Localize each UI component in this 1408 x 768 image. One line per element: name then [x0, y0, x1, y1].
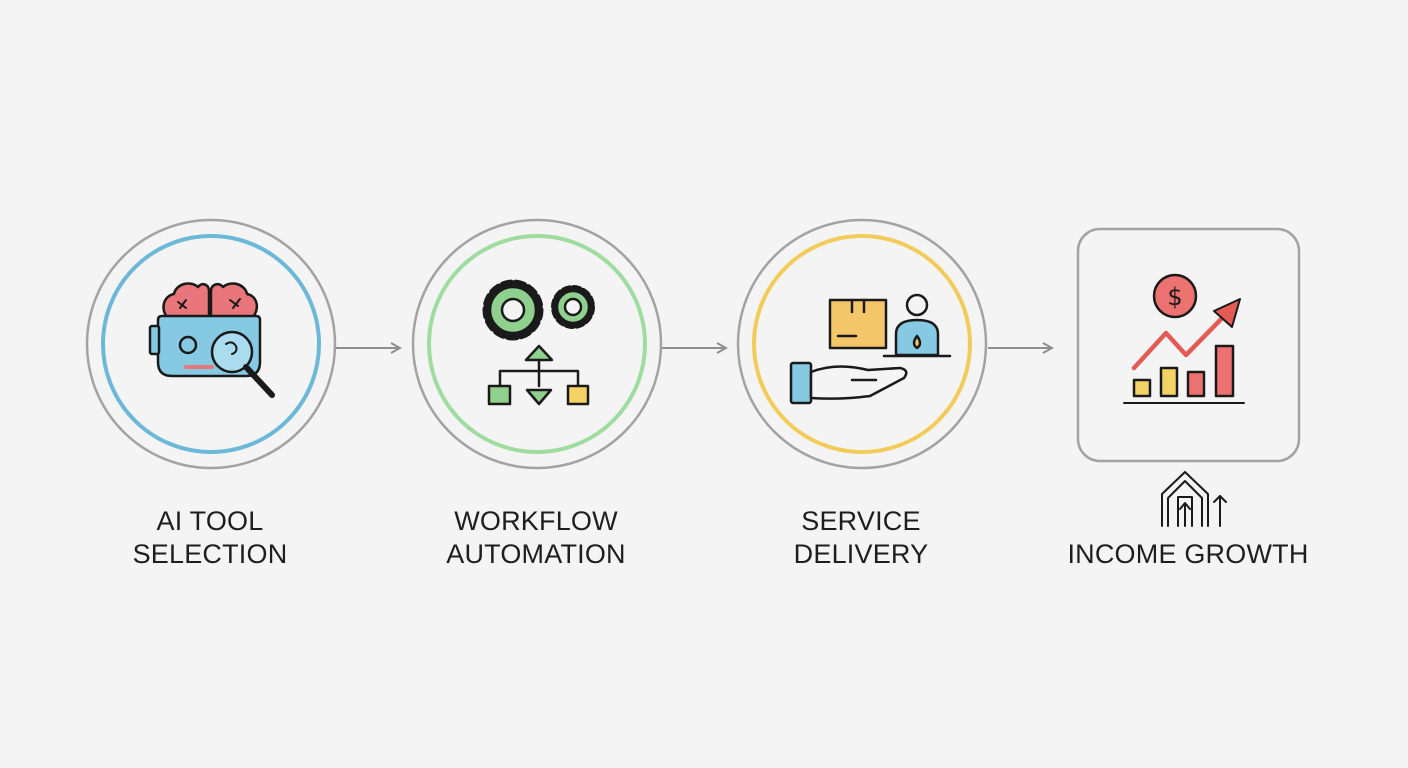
step-label-line2: AUTOMATION — [446, 539, 626, 569]
outer-ring — [411, 218, 663, 470]
hand-package-delivery-icon — [789, 293, 952, 405]
inner-ring — [427, 234, 647, 454]
step-label-workflow-automation: WORKFLOW AUTOMATION — [426, 505, 646, 571]
step-workflow-automation — [411, 218, 663, 470]
growth-frame — [1076, 227, 1301, 463]
step-label-line2: DELIVERY — [793, 539, 929, 569]
svg-text:$: $ — [1167, 283, 1182, 311]
step-label-line1: WORKFLOW — [454, 506, 618, 536]
step-label-line2: SELECTION — [132, 539, 288, 569]
gears-flowchart-icon — [482, 279, 595, 406]
inner-ring — [101, 234, 321, 454]
step-service-delivery — [736, 218, 988, 470]
step-label-income-growth: INCOME GROWTH — [1038, 538, 1338, 571]
step-label-line2: INCOME GROWTH — [1067, 539, 1309, 569]
step-ai-tool-selection — [85, 218, 337, 470]
step-label-line1: AI TOOL — [156, 506, 264, 536]
inner-ring — [752, 234, 972, 454]
outer-ring — [736, 218, 988, 470]
ai-brain-search-icon — [148, 282, 275, 398]
step-income-growth: $ — [1076, 227, 1301, 527]
outer-ring — [85, 218, 337, 470]
growth-chart-icon: $ — [1123, 273, 1245, 404]
step-label-service-delivery: SERVICE DELIVERY — [751, 505, 971, 571]
dollar-coin-icon — [1152, 273, 1198, 319]
house-arrows-icon — [1161, 471, 1227, 527]
step-label-ai-tool-selection: AI TOOL SELECTION — [100, 505, 320, 571]
step-label-line1: SERVICE — [801, 506, 921, 536]
